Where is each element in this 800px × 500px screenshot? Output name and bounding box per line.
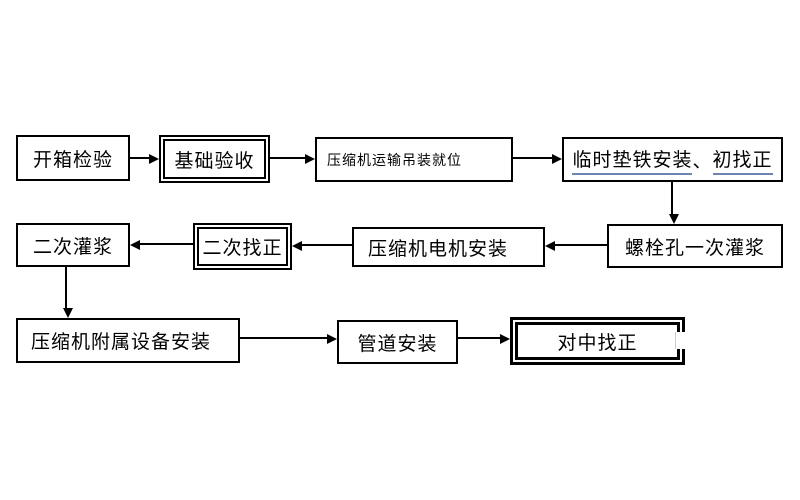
- node-secondary-alignment: 二次找正: [193, 223, 292, 270]
- arrow-secondary-grouting-to-auxiliary: [63, 267, 73, 318]
- node-piping-install: 管道安装: [337, 320, 458, 364]
- node-temporary-shim-label-part2: 初找正: [712, 145, 773, 175]
- node-open-box-inspection-label: 开箱检验: [32, 149, 113, 171]
- arrow-grouting-to-motor: [545, 241, 607, 251]
- node-bolt-hole-first-grouting-label: 螺栓孔一次灌浆: [624, 237, 765, 259]
- node-temporary-shim-label-part1: 临时垫铁安装: [572, 145, 693, 175]
- node-auxiliary-equipment-install: 压缩机附属设备安装: [16, 318, 240, 363]
- node-open-box-inspection: 开箱检验: [16, 135, 130, 181]
- arrow-secondary-alignment-to-secondary-grouting: [130, 240, 193, 250]
- node-bolt-hole-first-grouting: 螺栓孔一次灌浆: [607, 224, 783, 268]
- arrow-foundation-to-transport: [270, 154, 315, 164]
- node-piping-install-label: 管道安装: [357, 333, 438, 355]
- node-compressor-transport-label: 压缩机运输吊装就位: [327, 151, 462, 168]
- node-foundation-acceptance: 基础验收: [159, 135, 270, 183]
- node-secondary-grouting-label: 二次灌浆: [32, 236, 113, 258]
- node-compressor-motor-install: 压缩机电机安装: [352, 227, 545, 267]
- node-compressor-motor-install-label: 压缩机电机安装: [368, 238, 509, 260]
- node-temporary-shim-separator: 、: [692, 151, 713, 172]
- arrow-auxiliary-to-piping: [240, 334, 337, 344]
- node-temporary-shim-install: 临时垫铁安装、初找正: [562, 137, 783, 182]
- arrow-shim-to-grouting: [669, 182, 679, 224]
- watermark-artifact: [675, 332, 689, 349]
- arrow-piping-to-center-alignment: [458, 334, 510, 344]
- node-center-alignment: 对中找正: [510, 317, 685, 365]
- node-auxiliary-equipment-install-label: 压缩机附属设备安装: [31, 332, 212, 353]
- arrow-transport-to-shim: [513, 154, 562, 164]
- node-center-alignment-label: 对中找正: [557, 332, 638, 354]
- node-foundation-acceptance-label: 基础验收: [174, 150, 255, 172]
- arrow-motor-to-secondary-alignment: [292, 241, 352, 251]
- node-secondary-alignment-label: 二次找正: [202, 238, 283, 259]
- arrow-open-box-to-foundation: [130, 154, 159, 164]
- node-secondary-grouting: 二次灌浆: [16, 223, 130, 267]
- node-compressor-transport: 压缩机运输吊装就位: [315, 137, 513, 182]
